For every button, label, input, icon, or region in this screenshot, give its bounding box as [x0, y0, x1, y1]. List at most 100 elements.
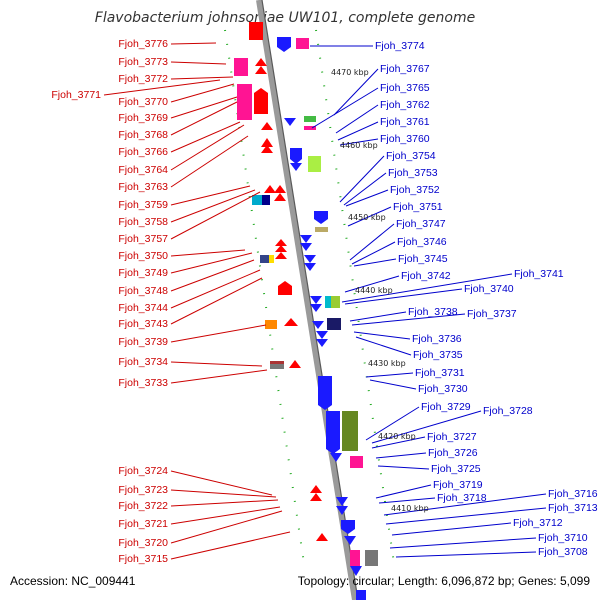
leader-line — [170, 76, 234, 80]
leader-line — [343, 172, 387, 206]
gene-block — [262, 195, 270, 205]
leader-line — [170, 61, 227, 65]
gene-arrow — [336, 506, 348, 515]
gene-block — [277, 37, 291, 52]
leader-line — [170, 269, 261, 309]
gene-arrow — [274, 185, 286, 193]
gene-block — [356, 590, 366, 600]
gene-label-left: Fjoh_3758 — [118, 216, 168, 228]
gene-arrow — [330, 453, 342, 462]
leader-line — [395, 551, 537, 558]
gene-arrow — [316, 533, 328, 541]
gene-label-right: Fjoh_3761 — [380, 116, 430, 128]
leader-line — [341, 273, 513, 303]
gene-label-left: Fjoh_3743 — [118, 318, 168, 330]
gene-arrow — [304, 255, 316, 263]
gene-label-left: Fjoh_3739 — [118, 336, 168, 348]
gene-arrow — [312, 321, 324, 329]
gene-arrow — [284, 318, 298, 326]
gene-block — [254, 88, 268, 114]
leader-line — [344, 288, 463, 305]
gene-label-left: Fjoh_3763 — [118, 181, 168, 193]
gene-block — [278, 281, 292, 295]
gene-arrow — [310, 485, 322, 493]
gene-block — [318, 376, 332, 410]
gene-label-right: Fjoh_3752 — [390, 184, 440, 196]
gene-label-left: Fjoh_3721 — [118, 518, 168, 530]
gene-label-left: Fjoh_3748 — [118, 285, 168, 297]
leader-line — [345, 189, 389, 207]
kbp-marker-label: 4420 kbp — [378, 432, 416, 441]
leader-line — [103, 79, 221, 96]
gene-arrow — [275, 239, 287, 246]
gene-arrow — [350, 566, 362, 576]
gene-label-right: Fjoh_3716 — [548, 488, 598, 500]
kbp-marker-label: 4440 kbp — [355, 286, 393, 295]
gene-label-left: Fjoh_3766 — [118, 146, 168, 158]
gene-block — [252, 195, 262, 205]
gene-label-left: Fjoh_3764 — [118, 164, 168, 176]
gene-arrow — [289, 360, 301, 368]
gene-label-right: Fjoh_3726 — [428, 447, 478, 459]
gene-label-right: Fjoh_3730 — [418, 383, 468, 395]
leader-line — [377, 465, 430, 470]
gene-label-right: Fjoh_3735 — [413, 349, 463, 361]
gene-block — [270, 361, 284, 364]
leader-line — [170, 499, 279, 507]
leader-line — [339, 138, 379, 146]
gene-arrow — [261, 138, 273, 147]
gene-label-right: Fjoh_3753 — [388, 167, 438, 179]
gene-label-left: Fjoh_3771 — [51, 89, 101, 101]
accession-text: Accession: NC_009441 — [10, 574, 136, 588]
gene-block — [331, 296, 340, 308]
gene-label-left: Fjoh_3773 — [118, 56, 168, 68]
leader-line — [389, 537, 537, 549]
gene-label-right: Fjoh_3713 — [548, 502, 598, 514]
gene-label-right: Fjoh_3746 — [397, 236, 447, 248]
leader-line — [383, 493, 547, 516]
gene-label-right: Fjoh_3708 — [538, 546, 588, 558]
gene-label-right: Fjoh_3719 — [433, 479, 483, 491]
gene-arrow — [310, 493, 322, 501]
leader-line — [170, 369, 268, 384]
leader-line — [365, 406, 420, 441]
gene-label-left: Fjoh_3733 — [118, 377, 168, 389]
gene-label-right: Fjoh_3725 — [431, 463, 481, 475]
gene-label-right: Fjoh_3747 — [396, 218, 446, 230]
leader-line — [170, 506, 281, 525]
gene-label-left: Fjoh_3722 — [118, 500, 168, 512]
leader-line — [170, 324, 267, 343]
gene-label-left: Fjoh_3724 — [118, 465, 168, 477]
gene-block — [296, 38, 309, 49]
gene-block — [350, 456, 363, 468]
gene-block — [341, 520, 355, 534]
gene-arrow — [255, 58, 267, 66]
leader-line — [170, 277, 263, 325]
gene-label-left: Fjoh_3720 — [118, 537, 168, 549]
gene-label-right: Fjoh_3712 — [513, 517, 563, 529]
leader-line — [337, 121, 379, 141]
leader-line — [347, 206, 392, 227]
leader-line — [339, 155, 385, 203]
gene-block — [237, 84, 252, 120]
leader-line — [349, 311, 407, 322]
gene-features — [234, 22, 378, 600]
leader-line — [170, 101, 238, 136]
gene-arrow — [261, 122, 273, 130]
label-leader-lines — [103, 42, 547, 560]
leader-line — [170, 470, 273, 496]
gene-label-left: Fjoh_3772 — [118, 73, 168, 85]
leader-line — [170, 252, 253, 274]
leader-line — [355, 336, 412, 356]
kbp-marker-label: 4450 kbp — [348, 213, 386, 222]
leader-line — [365, 372, 414, 378]
leader-line — [351, 241, 396, 265]
gene-label-left: Fjoh_3770 — [118, 96, 168, 108]
gene-label-left: Fjoh_3750 — [118, 250, 168, 262]
gene-arrow — [310, 296, 322, 304]
gene-block — [325, 296, 331, 308]
leader-line — [333, 68, 379, 116]
leader-line — [170, 135, 249, 188]
leader-line — [351, 313, 466, 326]
gene-label-left: Fjoh_3715 — [118, 553, 168, 565]
